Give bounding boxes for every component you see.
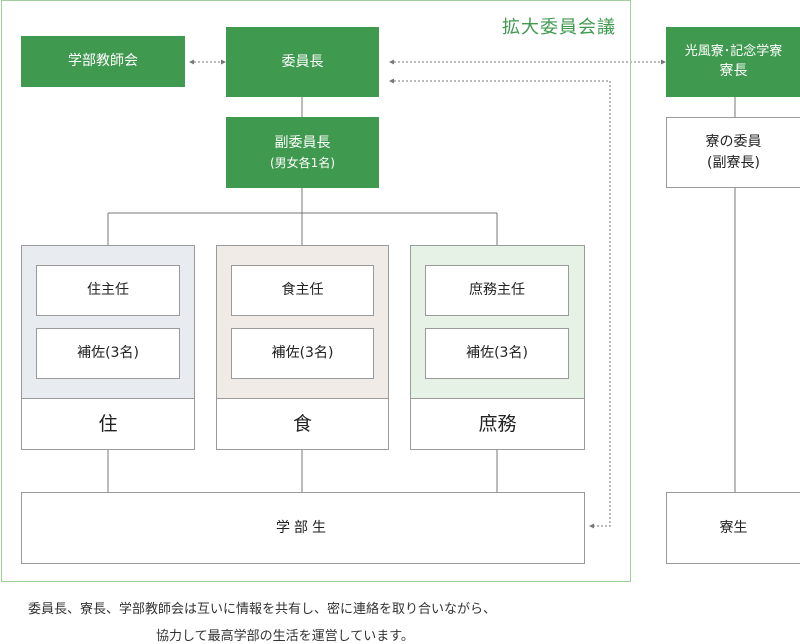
vice-chair-note: (男女各1名) — [270, 156, 335, 170]
food-assistant-box: 補佐(3名) — [231, 328, 374, 379]
arrowhead-chair-loop — [389, 78, 394, 84]
general-head-box: 庶務主任 — [425, 265, 569, 316]
food-head-box: 食主任 — [231, 265, 374, 316]
housing-division-box: 住 — [21, 398, 195, 450]
general-head-label: 庶務主任 — [469, 282, 525, 298]
dorm-head-line2: 寮長 — [719, 63, 748, 80]
housing-assistant-box: 補佐(3名) — [36, 328, 180, 379]
dorm-committee-line2: (副寮長) — [707, 154, 760, 171]
dorm-students-box: 寮生 — [666, 492, 800, 564]
students-label: 学部生 — [276, 519, 330, 536]
arrowhead-faculty — [189, 59, 194, 65]
dorm-students-label: 寮生 — [719, 519, 748, 536]
expanded-committee-frame — [1, 0, 631, 582]
arrowhead-chair-right — [389, 59, 394, 65]
arrowhead-students-loop — [589, 523, 594, 529]
dorm-head-line1: 光風寮･記念学寮 — [684, 43, 783, 59]
food-head-label: 食主任 — [281, 282, 324, 298]
caption-line-1: 委員長、寮長、学部教師会は互いに情報を共有し、密に連絡を取り合いながら、 — [28, 602, 497, 617]
dotted-chair-students-loop — [394, 80, 611, 527]
general-division-label: 庶務 — [478, 412, 517, 435]
food-assistant-label: 補佐(3名) — [271, 345, 334, 361]
dorm-head-box: 光風寮･記念学寮 寮長 — [666, 27, 800, 97]
dorm-committee-line1: 寮の委員 — [705, 133, 762, 150]
students-box: 学部生 — [21, 492, 585, 564]
general-division-box: 庶務 — [410, 398, 585, 450]
vice-chair-label: 副委員長 — [274, 135, 331, 151]
dorm-committee-box: 寮の委員 (副寮長) — [666, 117, 800, 188]
housing-assistant-label: 補佐(3名) — [77, 345, 139, 361]
food-division-label: 食 — [292, 412, 312, 435]
housing-head-box: 住主任 — [36, 265, 180, 316]
faculty-council-label: 学部教師会 — [68, 53, 138, 69]
caption-line-2: 協力して最高学部の生活を運営しています。 — [156, 629, 414, 644]
expanded-committee-title: 拡大委員会議 — [502, 17, 616, 38]
housing-head-label: 住主任 — [87, 282, 129, 298]
chair-box: 委員長 — [226, 27, 379, 97]
chair-label: 委員長 — [281, 53, 324, 70]
arrowhead-chair-left — [221, 59, 226, 65]
food-division-box: 食 — [216, 398, 389, 450]
general-assistant-label: 補佐(3名) — [466, 345, 528, 361]
arrowhead-dorm — [661, 59, 666, 65]
housing-division-label: 住 — [98, 412, 118, 435]
vice-chair-box: 副委員長 (男女各1名) — [226, 117, 379, 188]
faculty-council-box: 学部教師会 — [21, 36, 185, 87]
general-assistant-box: 補佐(3名) — [425, 328, 569, 379]
